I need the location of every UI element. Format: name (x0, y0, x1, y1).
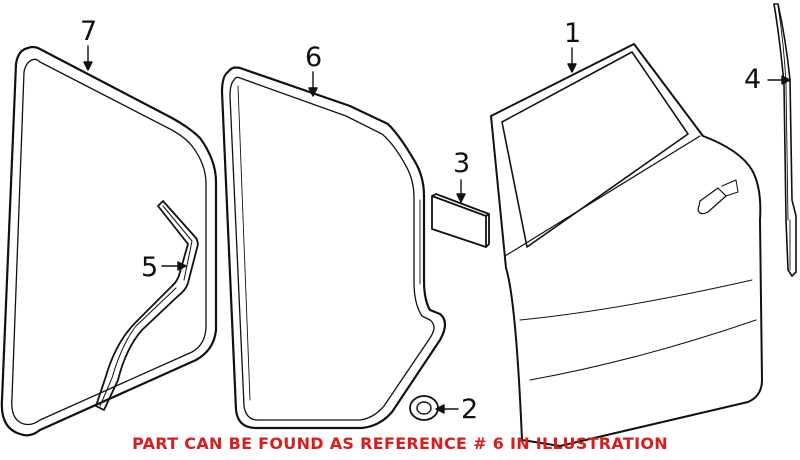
callout-7: 7 (80, 16, 98, 47)
callout-4: 4 (744, 64, 762, 95)
part-6-door-weatherstrip[interactable] (220, 66, 447, 430)
callout-2: 2 (461, 394, 479, 425)
part-7-body-weatherstrip[interactable] (0, 45, 218, 437)
part-4-channel-strip[interactable] (773, 3, 797, 277)
callout-1: 1 (564, 18, 582, 49)
part-5-seal-strip[interactable] (95, 200, 199, 411)
callout-6: 6 (305, 42, 323, 73)
part-2-plug[interactable] (409, 395, 439, 421)
part-1-door-shell[interactable] (490, 43, 763, 447)
leader-arrows (83, 45, 791, 414)
callout-5: 5 (141, 252, 159, 283)
callout-3: 3 (453, 148, 471, 179)
part-3-pad-block[interactable] (431, 193, 490, 248)
reference-caption: PART CAN BE FOUND AS REFERENCE # 6 IN IL… (132, 434, 668, 453)
